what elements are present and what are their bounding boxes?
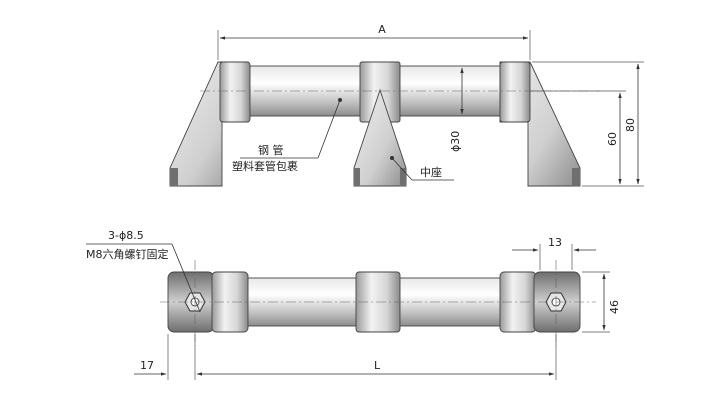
callout-center-seat-label: 中座 bbox=[420, 165, 442, 179]
top-view bbox=[160, 260, 596, 346]
dim-A: A bbox=[217, 23, 531, 60]
front-center-seat bbox=[353, 88, 407, 187]
dim-60: 60 bbox=[530, 90, 644, 187]
dim-60-label: 60 bbox=[606, 132, 619, 146]
dim-A-label: A bbox=[378, 23, 386, 36]
top-left-collar bbox=[211, 271, 249, 333]
callout-hole: 3-ϕ8.5 M8六角螺钉固定 bbox=[86, 229, 201, 313]
callout-screw-spec: M8六角螺钉固定 bbox=[86, 247, 169, 261]
callout-tube: 钢 管 塑料套管包裹 bbox=[232, 98, 342, 173]
callout-center-seat: 中座 bbox=[390, 156, 454, 181]
callout-tube-line2: 塑料套管包裹 bbox=[232, 159, 298, 173]
front-view bbox=[169, 61, 600, 187]
dim-17-L: 17 L bbox=[134, 334, 557, 380]
dim-13: 13 bbox=[512, 236, 596, 270]
front-right-foot bbox=[572, 168, 580, 186]
dim-17-label: 17 bbox=[140, 359, 154, 372]
dim-13-label: 13 bbox=[548, 236, 562, 249]
dim-46-label: 46 bbox=[608, 300, 621, 314]
dim-80: 80 bbox=[532, 61, 644, 185]
callout-tube-line1: 钢 管 bbox=[258, 143, 284, 157]
front-right-block bbox=[499, 61, 531, 123]
dim-46: 46 bbox=[582, 271, 621, 333]
dim-L-label: L bbox=[374, 359, 381, 372]
callout-hole-spec: 3-ϕ8.5 bbox=[108, 229, 144, 242]
front-center-seat-base-r bbox=[400, 168, 406, 186]
front-left-block bbox=[219, 61, 251, 123]
dim-80-label: 80 bbox=[624, 118, 637, 132]
front-left-foot bbox=[170, 168, 178, 186]
dim-phi30-label: ϕ30 bbox=[449, 131, 462, 152]
front-center-seat-base-l bbox=[354, 168, 360, 186]
dim-phi30: ϕ30 bbox=[449, 67, 464, 152]
